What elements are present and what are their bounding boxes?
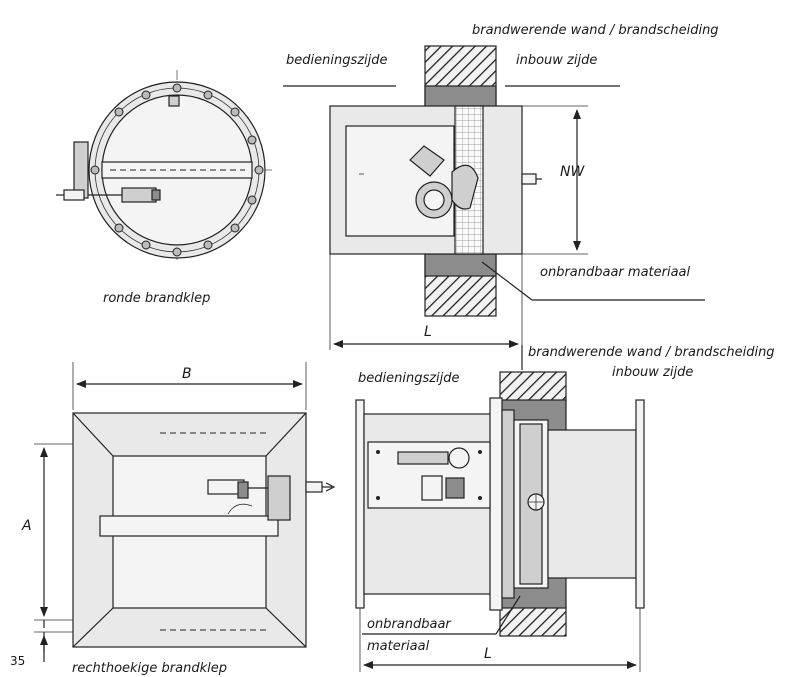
wall-hatch-bottom-lower bbox=[499, 605, 567, 637]
operating-side-top: bedieningszijde bbox=[286, 53, 388, 68]
round-damper-view: ronde brandklep bbox=[56, 70, 272, 306]
operating-side-bottom: bedieningszijde bbox=[358, 371, 460, 386]
width-dimension-b: B bbox=[182, 366, 192, 382]
noncombustible-label-bottom-1: onbrandbaar bbox=[367, 617, 452, 632]
height-dimension-a: A bbox=[21, 518, 32, 534]
install-side-bottom: inbouw zijde bbox=[612, 365, 693, 380]
wall-hatch-bottom-upper bbox=[499, 371, 567, 403]
flange-bolts bbox=[90, 83, 264, 257]
bottom-side-view: brandwerende wand / brandscheiding inbou… bbox=[355, 345, 775, 672]
install-side-top: inbouw zijde bbox=[516, 53, 597, 68]
length-dimension-top: L bbox=[424, 324, 432, 340]
rect-damper-caption: rechthoekige brandklep bbox=[72, 661, 227, 676]
noncombustible-label-top: onbrandbaar materiaal bbox=[540, 265, 691, 280]
round-damper-caption: ronde brandklep bbox=[103, 291, 210, 306]
wall-label-top: brandwerende wand / brandscheiding bbox=[472, 23, 719, 38]
offset-35: 35 bbox=[10, 654, 25, 668]
wall-label-bottom: brandwerende wand / brandscheiding bbox=[528, 345, 775, 360]
noncombustible-label-bottom-2: materiaal bbox=[367, 639, 430, 654]
rectangular-damper-view: B A 35 rechthoekige brandklep bbox=[10, 362, 336, 676]
nw-dimension: NW bbox=[560, 164, 585, 180]
length-dimension-bottom: L bbox=[484, 646, 492, 662]
top-side-view: bedieningszijde inbouw zijde brandwerend… bbox=[283, 23, 719, 350]
